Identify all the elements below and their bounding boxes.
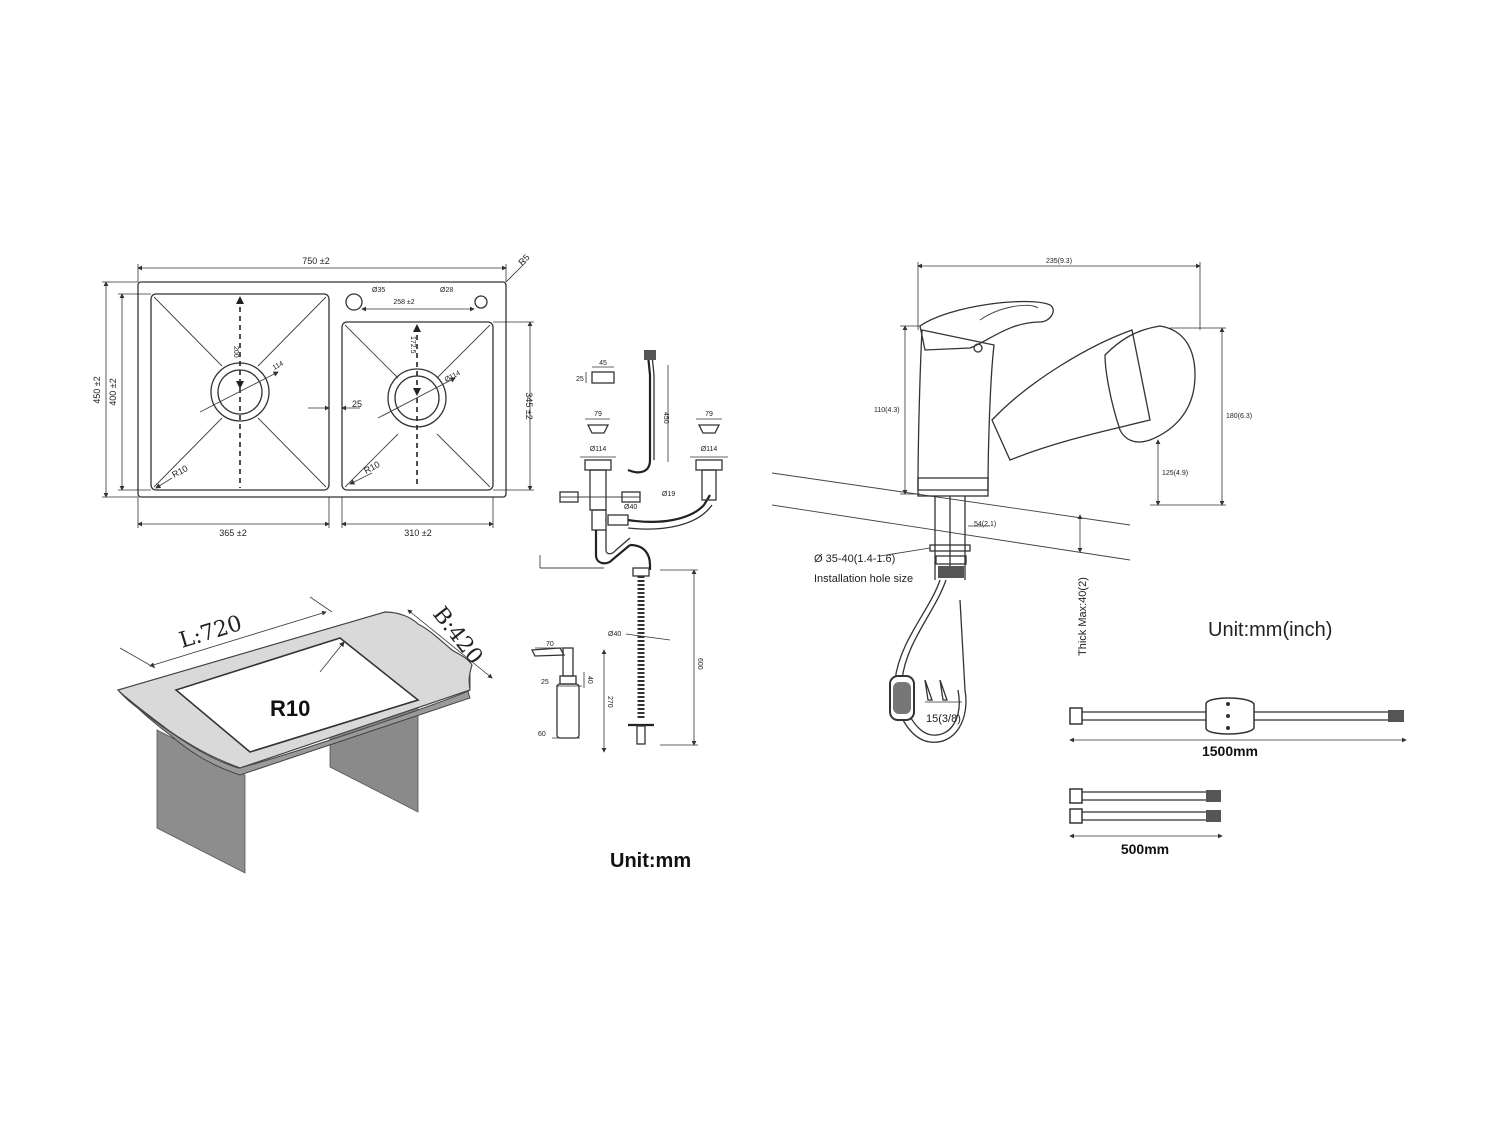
left-bowl-width-label: 365 ±2 <box>219 528 246 538</box>
overflow-length-label: 450 <box>662 412 669 424</box>
clip-width-label: 45 <box>599 360 607 367</box>
total-height-label: 270 <box>606 696 613 708</box>
faucet-drawing: 235(9.3) 110(4.3) 180(6.3) 125(4.9) 54(2… <box>771 258 1332 743</box>
neck-height-label: 40 <box>586 676 593 684</box>
base-diameter-label: 54(2.1) <box>974 521 996 528</box>
outlet-diameter-label: Ø40 <box>624 504 637 511</box>
inner-height-label: 400 ±2 <box>108 378 118 405</box>
right-height-label: 345 ±2 <box>524 392 534 419</box>
connector-hose <box>627 494 711 523</box>
sink-top-view: 750 ±2 R5 450 ±2 400 ±2 345 ±2 365 ±2 31… <box>92 252 534 538</box>
pull-out-head <box>1104 325 1196 443</box>
body-height-label: 110(4.3) <box>874 407 900 414</box>
faucet-handle <box>919 300 1054 351</box>
left-strainer-width-label: 79 <box>594 411 602 418</box>
left-drain-offset-label: 200 <box>232 346 239 358</box>
cutout-view: L:720 B:420 R10 <box>116 596 493 874</box>
drain-unit-label: Unit:mm <box>610 850 691 872</box>
long-hose-length-label: 1500mm <box>1202 743 1258 759</box>
collar-width-label: 25 <box>541 679 549 686</box>
drain-kit: 45 25 450 79 Ø114 Ø19 Ø40 79 Ø114 <box>530 350 728 872</box>
faucet-unit-label: Unit:mm(inch) <box>1208 619 1332 641</box>
short-hoses <box>1069 788 1221 824</box>
sink-outline <box>137 281 507 498</box>
soap-dispenser: 70 40 25 270 60 <box>530 641 613 753</box>
soap-hole <box>474 295 488 309</box>
divider-width-label: 25 <box>352 399 362 409</box>
overflow-hose <box>627 354 652 474</box>
hoses: 1500mm 500mm <box>1069 697 1407 857</box>
side-pipe-diameter-label: Ø19 <box>662 491 675 498</box>
overall-height-label: 180(6.3) <box>1226 413 1252 420</box>
left-drain-diameter-label: 114 <box>272 360 285 371</box>
short-hose-length-label: 500mm <box>1121 841 1169 857</box>
faucet-body <box>917 329 995 491</box>
radius-label: R10 <box>270 696 310 721</box>
thick-max-label: Thick Max:40(2) <box>1077 577 1089 656</box>
reach-label: 235(9.3) <box>1046 258 1072 265</box>
spout-height-label: 125(4.9) <box>1162 470 1188 477</box>
right-drain-diameter-label: Ø114 <box>444 370 462 384</box>
waste-pipe-diameter-label: Ø40 <box>608 631 621 638</box>
bottle-width-label: 60 <box>538 731 546 738</box>
spout-length-label: 70 <box>546 641 554 648</box>
right-bowl-width-label: 310 ±2 <box>404 528 431 538</box>
right-strainer-diameter-label: Ø114 <box>701 446 718 453</box>
clip <box>591 371 615 384</box>
hole-size-caption: Installation hole size <box>814 573 913 585</box>
clip-height-label: 25 <box>576 376 584 383</box>
overall-width-label: 750 ±2 <box>302 256 329 266</box>
tap-hole <box>345 293 363 311</box>
waste-pipe-length-label: 600 <box>696 658 703 670</box>
left-strainer-diameter-label: Ø114 <box>590 446 607 453</box>
overall-height-label: 450 ±2 <box>92 376 102 403</box>
right-drain-offset-label: 172.5 <box>409 336 416 354</box>
left-bowl <box>150 293 330 491</box>
left-bowl-radius-label: R10 <box>170 463 189 480</box>
faucet-hoses <box>894 579 967 743</box>
long-hose <box>1388 710 1404 722</box>
hole-size-label: Ø 35-40(1.4-1.6) <box>814 553 895 565</box>
faucet-spout <box>991 329 1151 461</box>
thread-size-label: 15(3/8) <box>926 713 961 725</box>
soap-hole-diameter-label: Ø28 <box>440 287 453 294</box>
tap-hole-spacing-label: 258 ±2 <box>393 299 414 306</box>
corner-radius-label: R5 <box>516 252 531 267</box>
tap-hole-diameter-label: Ø35 <box>372 287 385 294</box>
right-strainer-width-label: 79 <box>705 411 713 418</box>
